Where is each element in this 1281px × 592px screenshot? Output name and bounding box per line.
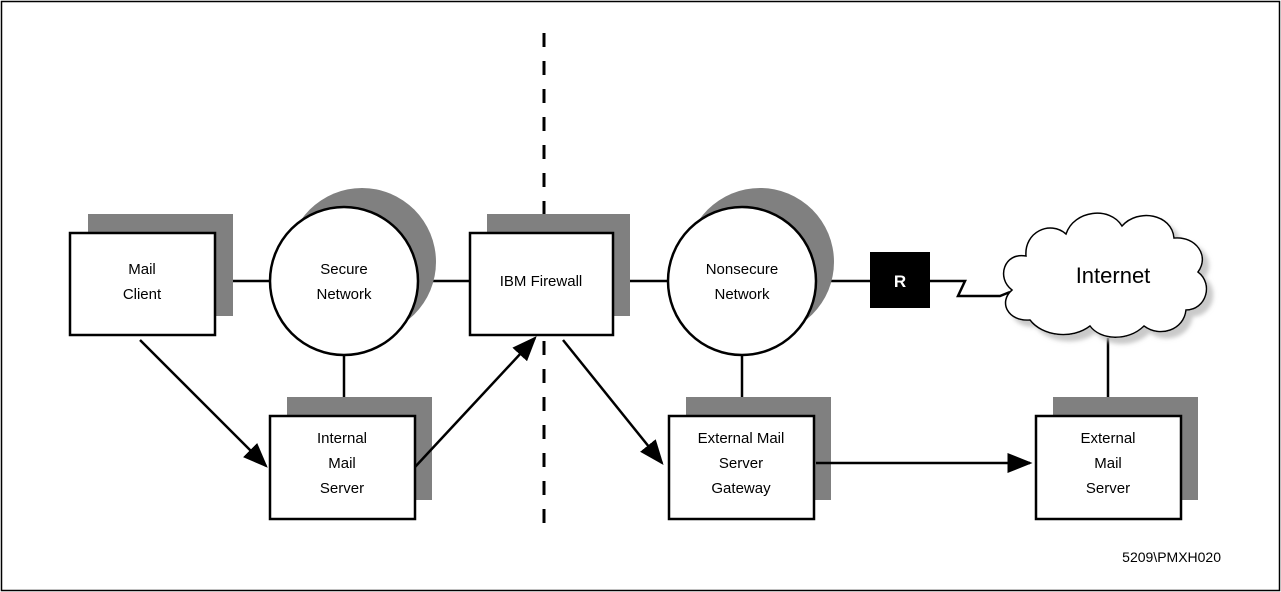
nonsecure-network-circle bbox=[666, 205, 818, 357]
figure-id-label: 5209\PMXH020 bbox=[1122, 549, 1221, 565]
secure-network-circle bbox=[268, 205, 420, 357]
internet-label: Internet bbox=[1076, 263, 1151, 288]
secure-network-label-line2: Network bbox=[316, 286, 372, 303]
external-gateway-label-line1: External Mail bbox=[698, 430, 785, 447]
nonsecure-network-label-line1: Nonsecure bbox=[706, 261, 779, 278]
nonsecure-network-node: Nonsecure Network bbox=[666, 188, 834, 357]
secure-network-node: Secure Network bbox=[268, 188, 436, 357]
nonsecure-network-label-line2: Network bbox=[714, 286, 770, 303]
ibm-firewall-node: IBM Firewall bbox=[468, 214, 630, 337]
external-mail-server-label-line2: Mail bbox=[1094, 455, 1122, 472]
arrow-firewall-to-gateway bbox=[562, 339, 664, 465]
internet-cloud-node: Internet bbox=[1002, 212, 1208, 338]
internal-mail-server-box bbox=[268, 414, 417, 521]
internal-mail-server-label-line2: Mail bbox=[328, 455, 356, 472]
arrow-client-to-internal bbox=[139, 339, 268, 468]
router-node: R bbox=[870, 252, 930, 308]
router-label: R bbox=[894, 272, 906, 291]
external-mail-server-label-line1: External bbox=[1080, 430, 1135, 447]
external-mail-server-box bbox=[1034, 414, 1183, 521]
internal-mail-server-label-line3: Server bbox=[320, 480, 364, 497]
mail-client-box bbox=[68, 231, 217, 337]
secure-network-label-line1: Secure bbox=[320, 261, 368, 278]
mail-client-label-line1: Mail bbox=[128, 261, 156, 278]
router-box bbox=[870, 252, 930, 308]
flow-arrows bbox=[139, 336, 1033, 473]
internal-mail-server-label-line1: Internal bbox=[317, 430, 367, 447]
external-gateway-label-line2: Server bbox=[719, 455, 763, 472]
external-gateway-box bbox=[667, 414, 816, 521]
link-router-internet bbox=[930, 279, 1011, 298]
ibm-firewall-label: IBM Firewall bbox=[500, 273, 583, 290]
internal-mail-server-node: Internal Mail Server bbox=[268, 397, 432, 521]
external-mail-server-node: External Mail Server bbox=[1034, 397, 1198, 521]
mail-client-node: Mail Client bbox=[68, 214, 233, 337]
external-gateway-node: External Mail Server Gateway bbox=[667, 397, 831, 521]
ibm-firewall-box bbox=[468, 231, 615, 337]
cloud-icon bbox=[1002, 212, 1208, 338]
arrow-internal-to-firewall bbox=[414, 336, 537, 468]
mail-client-label-line2: Client bbox=[123, 286, 162, 303]
external-mail-server-label-line3: Server bbox=[1086, 480, 1130, 497]
external-gateway-label-line3: Gateway bbox=[711, 480, 771, 497]
